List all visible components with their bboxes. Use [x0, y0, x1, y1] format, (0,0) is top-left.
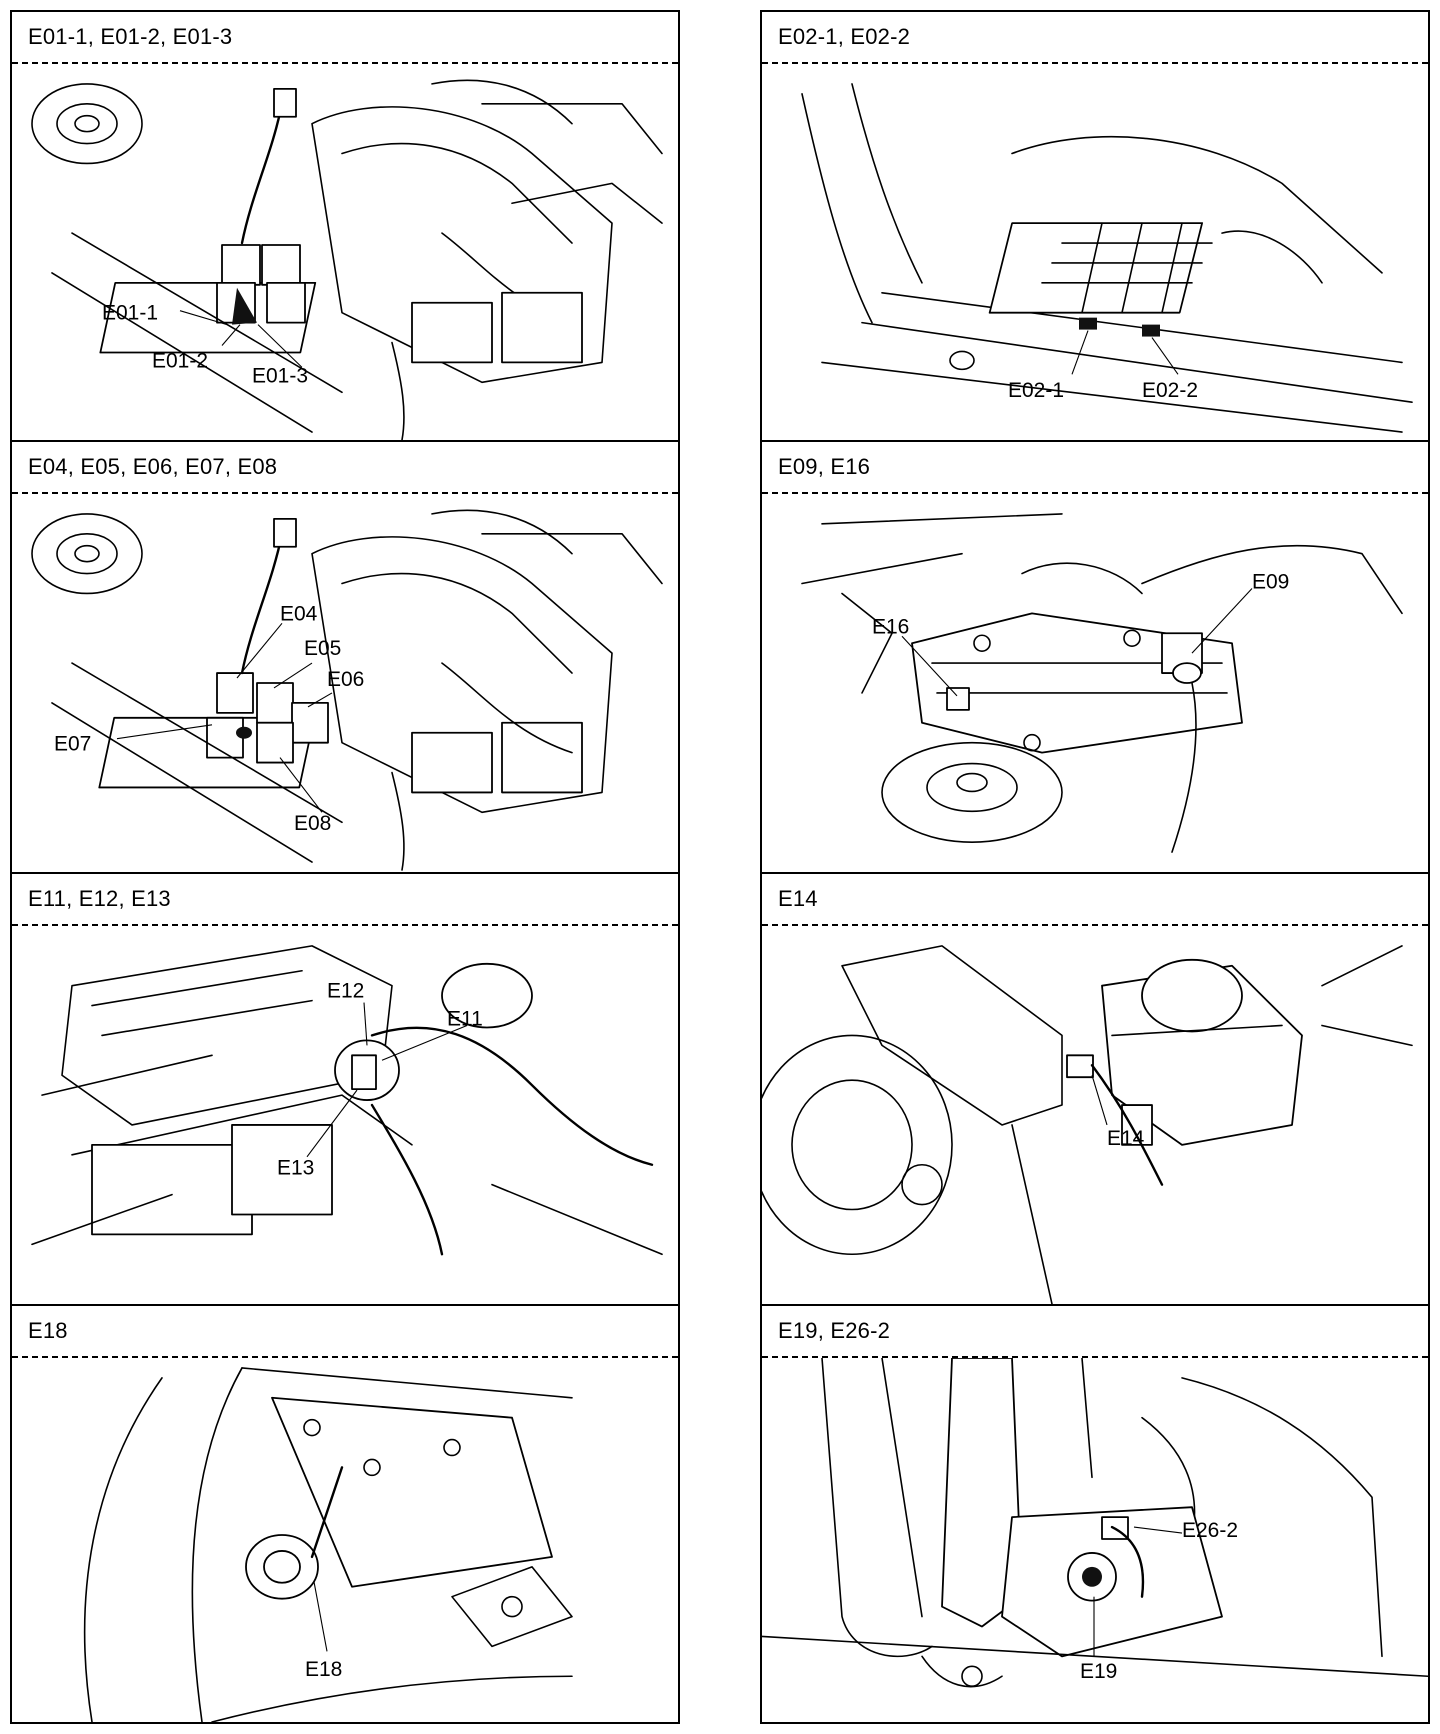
callout-label: E05 [304, 637, 341, 660]
panel-e09-e16: E09, E16 E09 E16 [760, 440, 1430, 874]
panel-e19-e26: E19, E26-2 E26-2 E19 [760, 1304, 1430, 1724]
valve-cover-illustration: E09 E16 [762, 494, 1428, 872]
panel-e04-e08: E04, E05, E06, E07, E08 [10, 440, 680, 874]
intake-illustration: E11 E12 E13 [12, 926, 678, 1304]
callout-label: E06 [327, 668, 364, 691]
panel-e11-e13: E11, E12, E13 E11 E12 E13 [10, 872, 680, 1306]
panel-title: E02-1, E02-2 [778, 24, 911, 49]
panel-e14: E14 E14 [760, 872, 1430, 1306]
control-module-illustration: E02-1 E02-2 [762, 64, 1428, 440]
panel-e02: E02-1, E02-2 E02-1 E02-2 [760, 10, 1430, 442]
panel-header: E11, E12, E13 [12, 874, 678, 926]
master-cylinder-illustration: E14 [762, 926, 1428, 1304]
panel-title: E19, E26-2 [778, 1318, 891, 1343]
panel-title: E14 [778, 886, 818, 911]
panel-header: E04, E05, E06, E07, E08 [12, 442, 678, 494]
callout-label: E14 [1107, 1127, 1145, 1150]
engine-bay-illustration: E01-1 E01-2 E01-3 [12, 64, 678, 440]
callout-label: E04 [280, 602, 318, 625]
panel-header: E18 [12, 1306, 678, 1358]
relay-block-illustration: E04 E05 E06 E07 E08 [12, 494, 678, 872]
callout-label: E08 [294, 812, 331, 835]
panel-title: E04, E05, E06, E07, E08 [28, 454, 278, 479]
callout-label: E26-2 [1182, 1519, 1238, 1542]
callout-label: E12 [327, 980, 364, 1003]
panel-title: E11, E12, E13 [28, 886, 171, 911]
panel-header: E01-1, E01-2, E01-3 [12, 12, 678, 64]
panel-header: E14 [762, 874, 1428, 926]
panel-title: E01-1, E01-2, E01-3 [28, 24, 233, 49]
panel-e01: E01-1, E01-2, E01-3 [10, 10, 680, 442]
horn-illustration: E18 [12, 1358, 678, 1722]
panel-header: E09, E16 [762, 442, 1428, 494]
callout-label: E02-1 [1008, 379, 1064, 402]
callout-label: E01-1 [102, 302, 158, 325]
transmission-illustration: E26-2 E19 [762, 1358, 1428, 1722]
callout-label: E01-2 [152, 349, 208, 372]
panel-e18: E18 E18 [10, 1304, 680, 1724]
callout-label: E19 [1080, 1660, 1117, 1683]
callout-label: E09 [1252, 571, 1289, 594]
callout-label: E13 [277, 1157, 314, 1180]
callout-label: E18 [305, 1658, 342, 1681]
callout-label: E07 [54, 733, 91, 756]
callout-label: E01-3 [252, 364, 308, 387]
callout-label: E02-2 [1142, 379, 1198, 402]
callout-label: E16 [872, 615, 909, 638]
panel-header: E02-1, E02-2 [762, 12, 1428, 64]
callout-label: E11 [447, 1008, 483, 1031]
panel-header: E19, E26-2 [762, 1306, 1428, 1358]
panel-title: E18 [28, 1318, 68, 1343]
panel-title: E09, E16 [778, 454, 871, 479]
